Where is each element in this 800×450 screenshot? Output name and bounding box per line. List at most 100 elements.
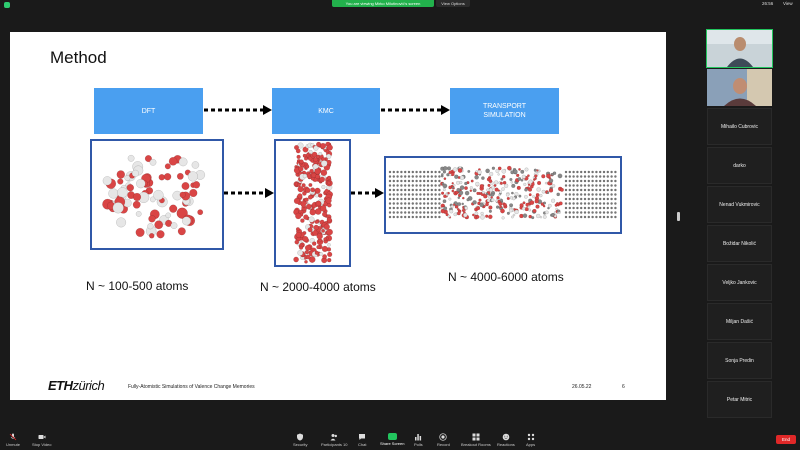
oxide-atom	[440, 208, 446, 214]
meeting-toolbar: Unmute Stop Video Security Participants …	[0, 430, 800, 450]
oxide-atom	[509, 177, 513, 182]
electrode-atom	[576, 202, 579, 205]
participant-tile[interactable]: darko	[707, 147, 772, 184]
electrode-atom	[426, 179, 430, 183]
participants-button[interactable]: Participants 10	[321, 433, 347, 447]
security-button[interactable]: Security	[293, 433, 307, 447]
participant-tile[interactable]: Petar Mitric	[707, 381, 772, 418]
participant-tile[interactable]: Mihailo Cubrovic	[707, 108, 772, 145]
electrode-atom	[396, 202, 399, 205]
column-atom	[316, 244, 321, 250]
electrode-atom	[591, 215, 594, 219]
end-meeting-button[interactable]: End	[776, 435, 796, 444]
participant-tile[interactable]: Nenad Vukmirovic	[707, 186, 772, 223]
electrode-atom	[602, 184, 606, 187]
apps-button[interactable]: Apps	[526, 433, 535, 447]
participant-tile[interactable]: Miljan Dašić	[707, 303, 772, 340]
arrowhead-kmc-transport	[441, 105, 450, 115]
electrode-atom	[568, 197, 572, 201]
participant-name: Mihailo Cubrovic	[721, 123, 758, 130]
unmute-button[interactable]: Unmute	[6, 433, 20, 447]
oxide-atom	[452, 183, 456, 187]
participant-tile[interactable]: Sonja Predin	[707, 342, 772, 379]
cluster-atom	[149, 233, 155, 239]
electrode-atom	[388, 193, 392, 196]
polls-button[interactable]: Polls	[414, 433, 423, 447]
oxide-atom	[557, 173, 563, 179]
oxide-atom	[475, 205, 481, 211]
electrode-atom	[438, 175, 441, 178]
oxide-atom	[445, 212, 449, 217]
electrode-atom	[587, 188, 591, 192]
participant-tile[interactable]: Veljko Jankovic	[707, 264, 772, 301]
cluster-atom	[181, 216, 191, 226]
electrode-atom	[419, 170, 422, 174]
electrode-atom	[614, 170, 617, 174]
dft-structure-frame	[90, 139, 224, 250]
electrode-atom	[411, 170, 415, 174]
oxide-atom	[479, 184, 485, 189]
view-options-button[interactable]: View Options	[436, 0, 470, 7]
encryption-shield-icon[interactable]	[4, 2, 10, 8]
electrode-atom	[583, 206, 587, 210]
electrode-atom	[396, 179, 399, 183]
electrode-atom	[598, 211, 602, 214]
electrode-atom	[388, 215, 392, 219]
oxide-atom	[474, 174, 479, 180]
electrode-atom	[572, 184, 575, 187]
oxide-atom	[541, 189, 546, 194]
oxide-atom	[475, 170, 478, 173]
electrode-atom	[564, 211, 568, 214]
column-atom	[326, 144, 333, 151]
electrode-atom	[430, 175, 434, 178]
reactions-button[interactable]: Reactions	[497, 433, 515, 447]
electrode-atom	[579, 175, 583, 178]
electrode-atom	[583, 170, 587, 174]
stop-video-button[interactable]: Stop Video	[32, 433, 52, 447]
panel-resize-handle[interactable]	[677, 212, 680, 221]
oxide-atom	[442, 183, 448, 189]
oxide-atom	[512, 213, 516, 217]
electrode-atom	[598, 202, 602, 205]
oxide-atom	[479, 202, 484, 208]
kmc-atom-column	[293, 141, 334, 264]
people-icon	[330, 434, 338, 441]
column-atom	[304, 249, 309, 255]
cluster-atom	[153, 189, 164, 201]
view-button[interactable]: View	[783, 1, 793, 6]
electrode-atom	[568, 175, 572, 178]
electrode-atom	[583, 188, 587, 192]
participant-name: Nenad Vukmirovic	[719, 201, 760, 208]
electrode-atom	[591, 179, 594, 183]
record-button[interactable]: Record	[437, 433, 450, 447]
electrode-atom	[595, 188, 598, 192]
oxide-atom	[456, 211, 461, 216]
breakout-rooms-button[interactable]: Breakout Rooms	[461, 433, 491, 447]
electrode-atom	[430, 193, 434, 196]
participant-video-2[interactable]	[707, 69, 772, 106]
electrode-atom	[587, 202, 591, 205]
electrode-atom	[572, 215, 575, 219]
column-atom	[305, 203, 312, 210]
share-screen-button[interactable]: Share Screen	[380, 433, 404, 446]
electrode-atom	[568, 179, 572, 183]
record-icon	[439, 433, 448, 441]
column-atom	[318, 193, 323, 198]
electrode-atom	[388, 211, 392, 214]
column-atom	[315, 154, 320, 159]
electrode-atom	[430, 215, 434, 219]
participant-tile[interactable]: Božidar Nikolić	[707, 225, 772, 262]
chat-button[interactable]: Chat	[358, 433, 366, 447]
participant-video-1[interactable]	[706, 29, 773, 68]
oxide-atom	[510, 180, 514, 184]
stage-label-kmc: KMC	[318, 107, 334, 115]
electrode-atom	[564, 175, 568, 178]
electrode-atom	[568, 202, 572, 205]
electrode-atom	[419, 188, 422, 192]
oxide-atom	[488, 205, 493, 210]
electrode-atom	[422, 197, 426, 201]
cluster-atom	[116, 170, 125, 179]
electrode-atom	[602, 175, 606, 178]
electrode-atom	[583, 211, 587, 214]
